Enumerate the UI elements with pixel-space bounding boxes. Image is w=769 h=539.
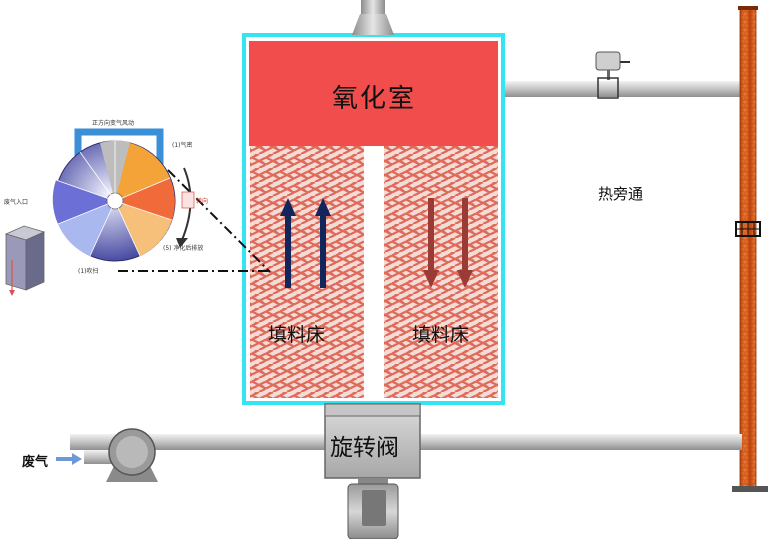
oxidation-chamber-label: 氧化室 [331,84,416,114]
rotary-valve-label: 旋转阀 [330,435,399,461]
wheel-top-label: 正方向变气风动 [92,120,135,127]
up-arrow-1 [280,198,296,288]
packed-bed-right-fill [384,146,498,398]
down-arrow-1 [423,198,439,288]
wheel-purge-label: (1)吹扫 [78,268,99,275]
packed-bed-right-label: 填料床 [412,324,470,346]
bed-cube-inset [4,225,46,296]
wheel-inlet-label: 废气入口 [4,199,29,206]
rotary-wheel-inset [52,128,195,262]
wheel-rotation-label: 转向 [196,198,209,205]
motor [347,478,399,539]
bypass-pipe [498,81,746,97]
stack-top [738,6,758,10]
top-hood [352,0,394,35]
stack-base [732,486,768,492]
fan [106,428,158,482]
up-arrow-2 [315,198,331,288]
down-arrow-2 [457,198,473,288]
wheel-seal-label: (1)气密 [172,142,193,149]
oxidation-chamber [249,41,498,146]
leader-line-1 [167,169,271,273]
packed-bed-left-label: 填料床 [268,324,326,346]
inlet-arrow [56,453,82,465]
exhaust-stack [739,7,757,489]
bypass-valve [595,51,630,99]
wheel-clean-label: (5) 净化后排放 [163,245,204,252]
hot-bypass-label: 热旁通 [598,185,644,203]
exhaust-gas-label: 废气 [22,455,49,470]
